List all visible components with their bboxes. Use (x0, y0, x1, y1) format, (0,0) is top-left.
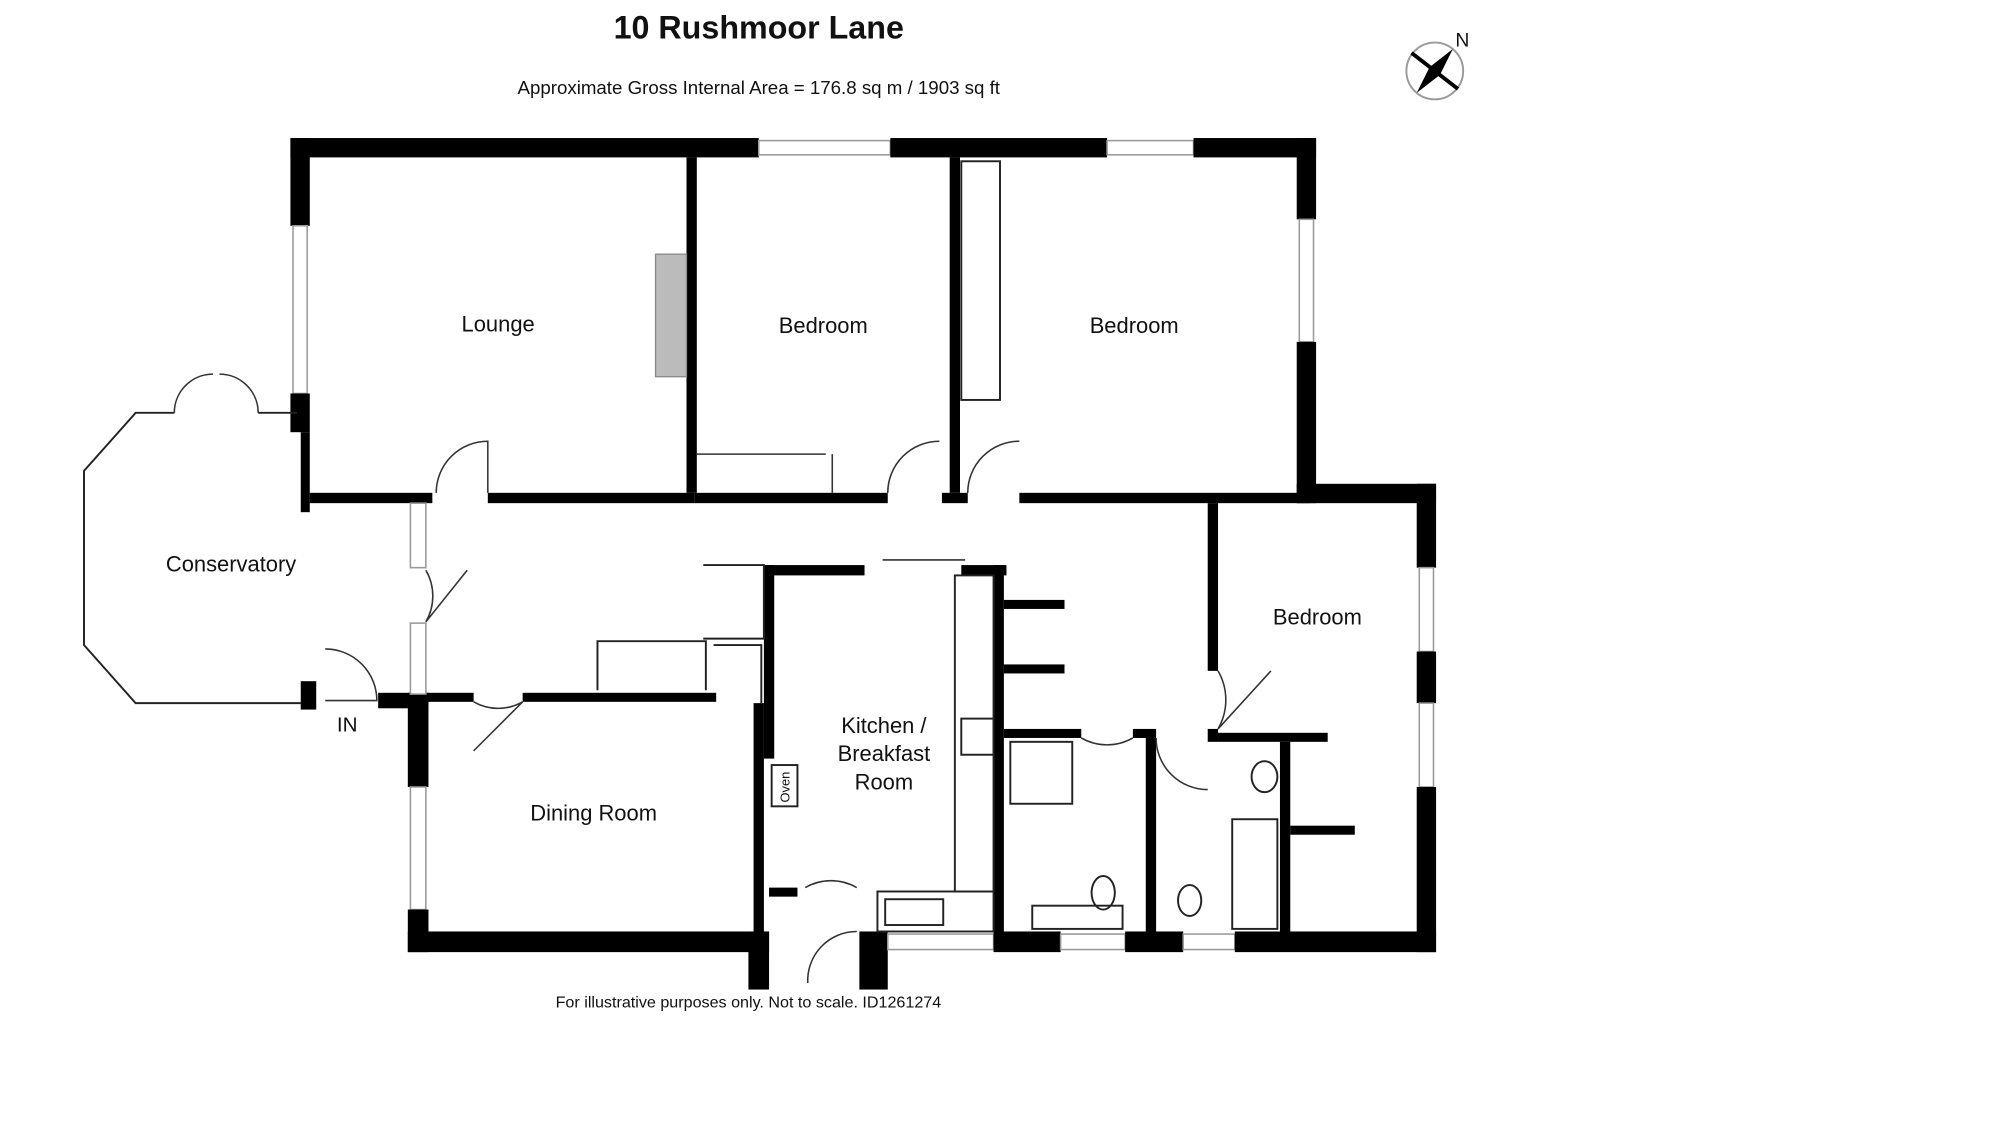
room-label-kitchen-3: Room (855, 770, 913, 795)
entrance-label: IN (337, 714, 358, 737)
room-label-conservatory: Conservatory (166, 552, 296, 577)
compass-icon: N (1405, 29, 1469, 101)
footer-disclaimer: For illustrative purposes only. Not to s… (556, 994, 942, 1012)
plan-title: 10 Rushmoor Lane (614, 10, 904, 46)
area-subtitle: Approximate Gross Internal Area = 176.8 … (517, 77, 1000, 98)
room-label-bedroom-1: Bedroom (779, 313, 868, 338)
room-label-bedroom-2: Bedroom (1090, 313, 1179, 338)
oven-label: Oven (778, 772, 793, 803)
compass-north-label: N (1455, 29, 1469, 51)
walls (83, 138, 1437, 990)
room-label-kitchen-2: Breakfast (838, 741, 931, 766)
room-labels: Lounge Bedroom Bedroom Bedroom Conservat… (166, 312, 1362, 826)
room-label-kitchen-1: Kitchen / (841, 713, 927, 738)
room-label-lounge: Lounge (462, 312, 535, 337)
fireplace (654, 253, 688, 378)
room-label-dining: Dining Room (530, 801, 657, 826)
room-label-bedroom-3: Bedroom (1273, 604, 1362, 629)
